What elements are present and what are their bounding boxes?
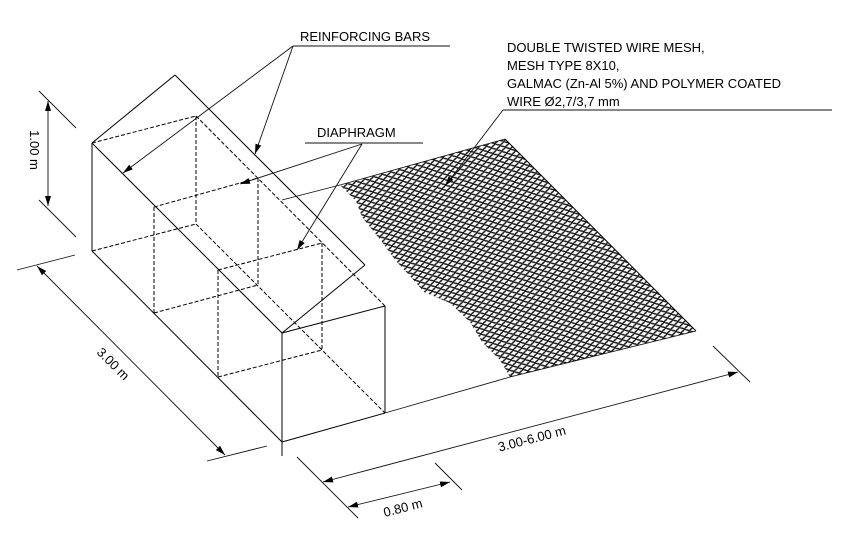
wire-mesh-panel [281, 138, 697, 414]
mesh-spec-line-4: WIRE Ø2,7/3,7 mm [507, 94, 620, 109]
diaphragm-callout: DIAPHRAGM [239, 125, 423, 251]
gabion-box [91, 115, 386, 456]
reinforcing-bars-callout: REINFORCING BARS [122, 29, 450, 174]
overlap-dimension-label: 0.80 m [382, 495, 424, 519]
length-dimension-label: 3.00-6.00 m [496, 423, 567, 455]
diaphragm-label: DIAPHRAGM [317, 125, 396, 140]
mesh-spec-line-3: GALMAC (Zn-Al 5%) AND POLYMER COATED [507, 76, 781, 91]
mesh-spec-line-2: MESH TYPE 8X10, [507, 58, 619, 73]
overlap-dimension: 0.80 m [347, 462, 463, 520]
height-dimension: 1.00 m [27, 90, 77, 238]
gabion-lid [91, 74, 366, 334]
diaphragm-2 [217, 242, 323, 378]
mesh-spec-callout: DOUBLE TWISTED WIRE MESH, MESH TYPE 8X10… [444, 40, 832, 187]
width-dimension: 3.00 m [16, 254, 268, 462]
mesh-spec-line-1: DOUBLE TWISTED WIRE MESH, [507, 40, 705, 55]
width-dimension-label: 3.00 m [94, 344, 133, 383]
height-dimension-label: 1.00 m [27, 130, 42, 170]
reinforcing-bars-label: REINFORCING BARS [300, 29, 430, 44]
